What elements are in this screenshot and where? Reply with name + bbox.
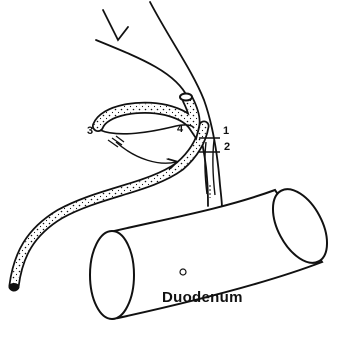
hatch-marks <box>108 136 124 147</box>
point-label-3: 3 <box>87 125 93 137</box>
tube-opening <box>180 94 192 101</box>
catheter-tip <box>9 283 20 291</box>
point-label-1: 1 <box>223 125 229 137</box>
duodenum-left-opening <box>90 231 134 319</box>
point-label-4: 4 <box>177 123 184 135</box>
branch-line <box>103 10 128 40</box>
motion-arrow <box>116 142 176 163</box>
papilla <box>180 269 186 275</box>
organ-label: Duodenum <box>162 289 243 306</box>
point-label-2: 2 <box>224 141 230 153</box>
